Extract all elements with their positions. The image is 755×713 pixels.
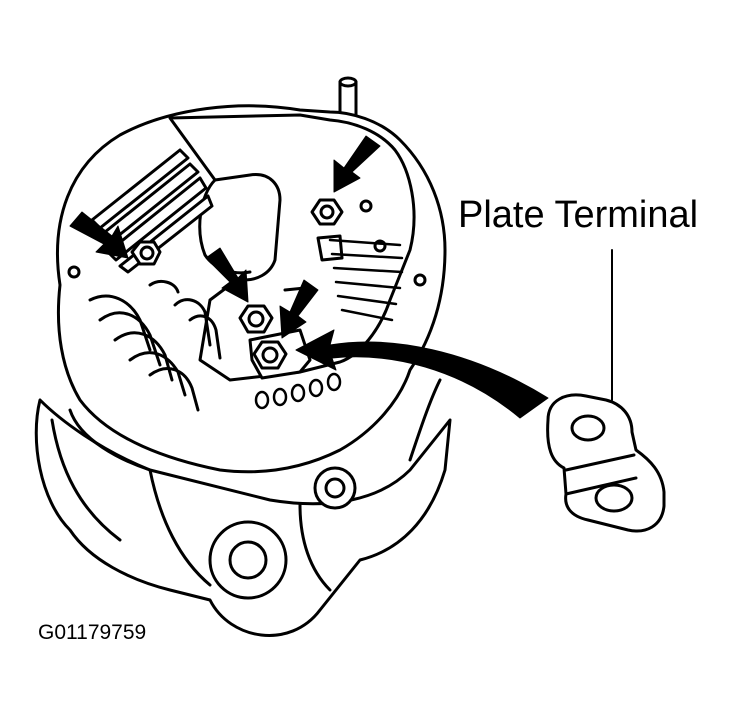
- plate-terminal-part: [546, 393, 666, 533]
- bolt-terminal: [252, 340, 288, 370]
- bolt-center: [238, 304, 274, 334]
- bolt-top-right: [310, 198, 344, 226]
- figure-id-label: G01179759: [38, 621, 147, 644]
- alternator-drawing: [34, 76, 452, 637]
- arrow-icon: [69, 135, 549, 419]
- plate-terminal-label: Plate Terminal: [458, 194, 699, 236]
- bolt-left: [130, 240, 162, 266]
